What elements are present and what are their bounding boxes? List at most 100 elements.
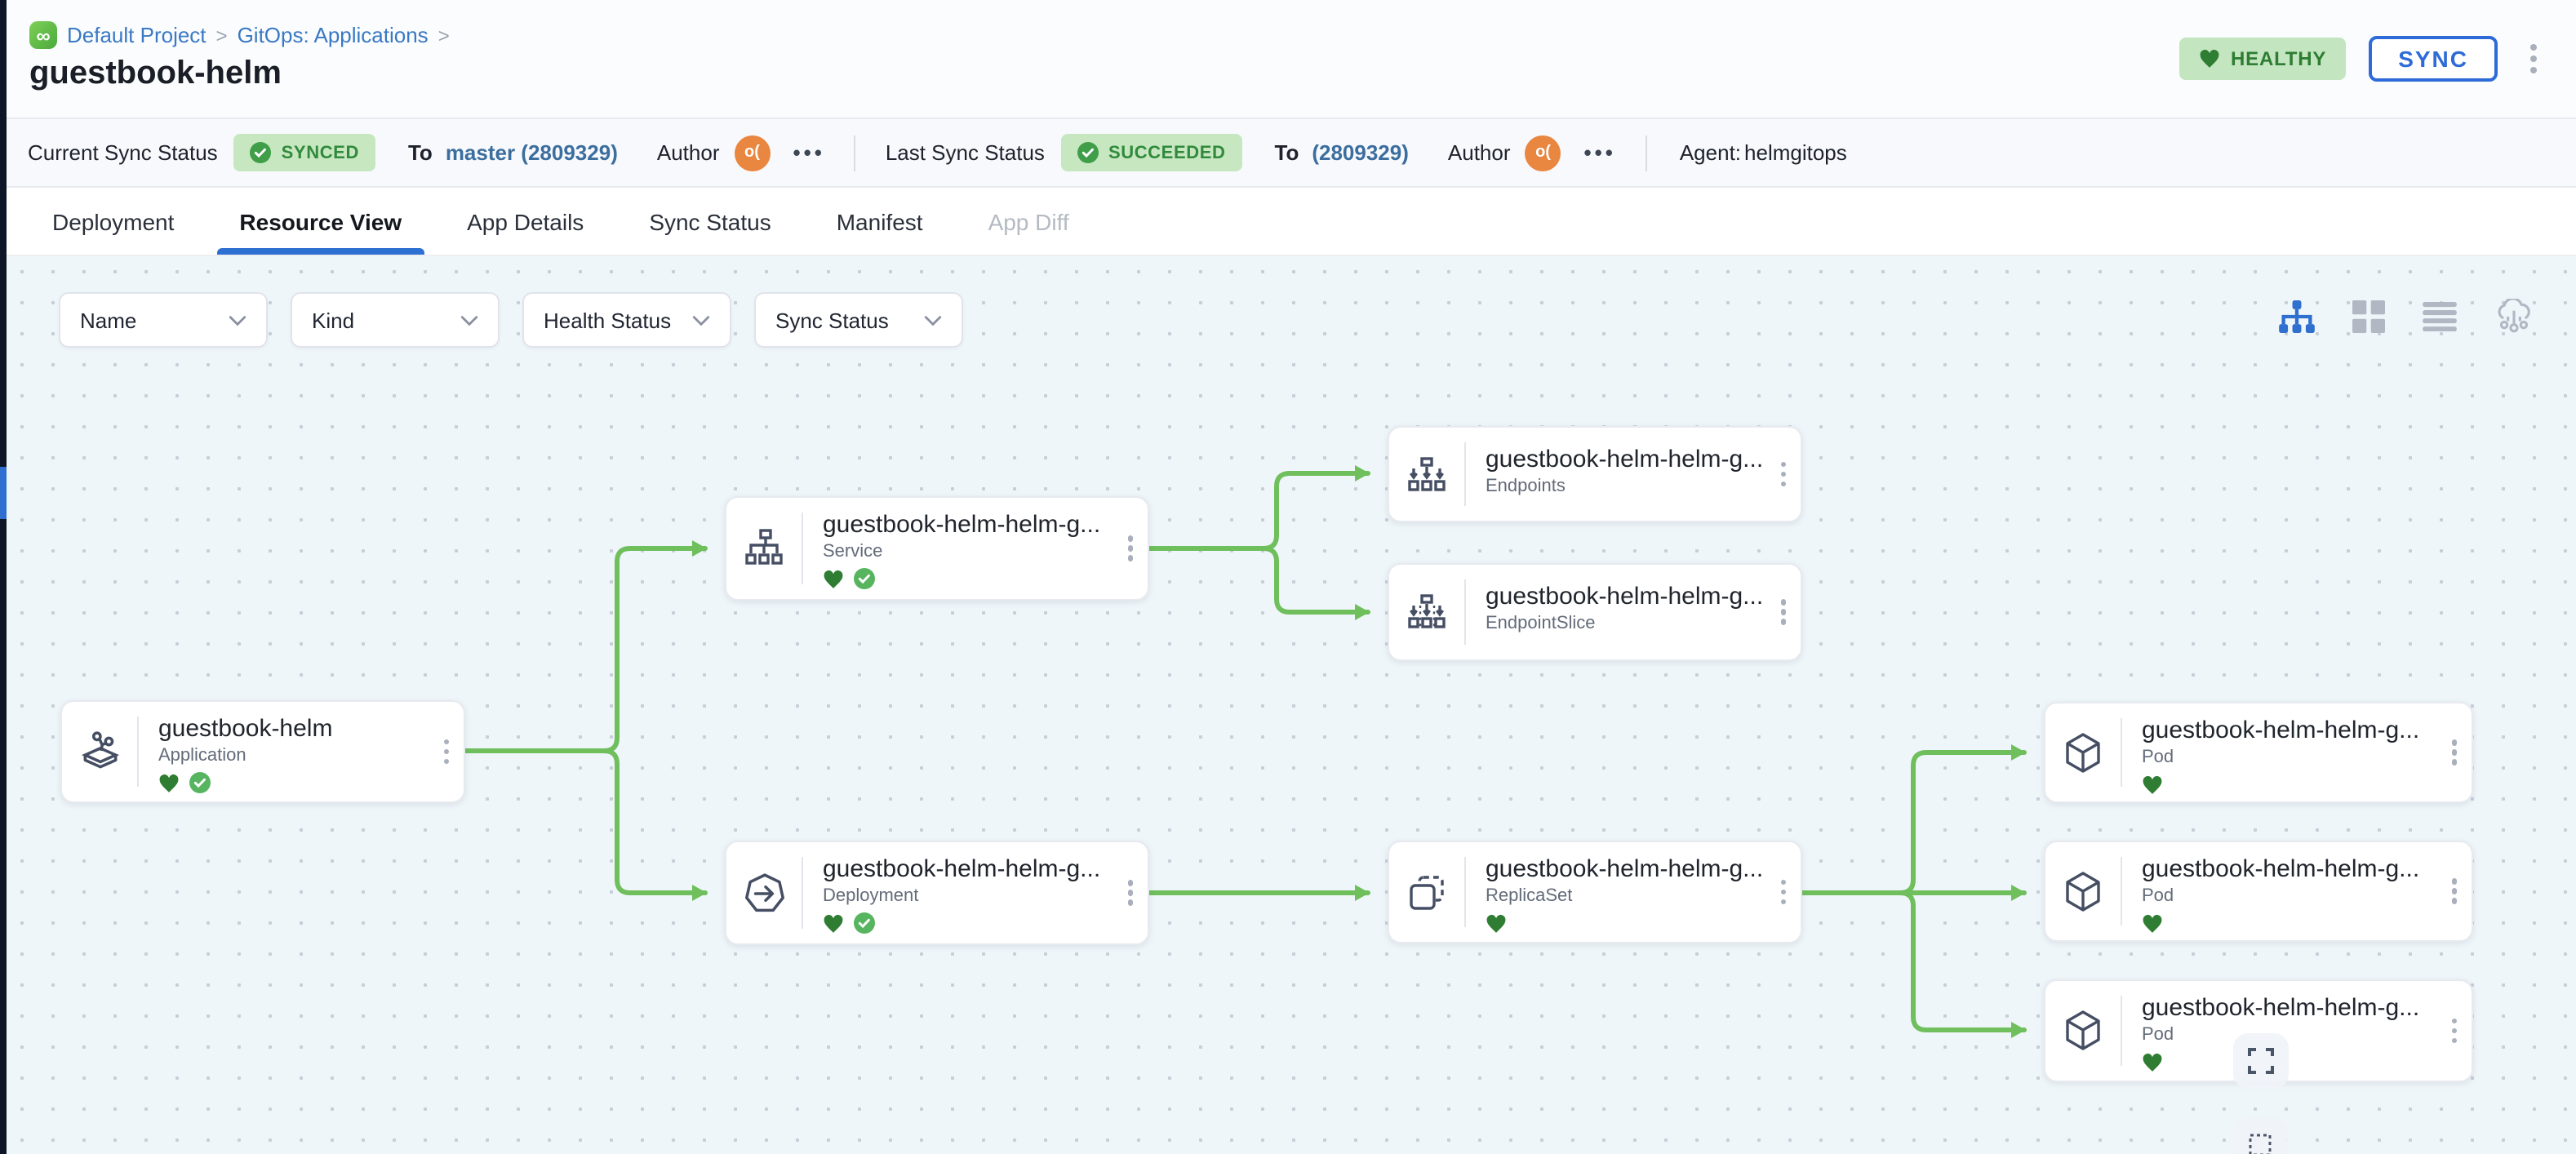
node-title: guestbook-helm-helm-g... (2142, 994, 2420, 1022)
cluster-view-toggle[interactable] (2494, 299, 2534, 335)
filter-kind-dropdown[interactable]: Kind (291, 292, 500, 348)
node-menu-button[interactable] (2448, 842, 2472, 940)
current-revision-link[interactable]: master (2809329) (445, 140, 618, 165)
node-menu-button[interactable] (2448, 703, 2472, 801)
node-menu-button[interactable] (1124, 842, 1148, 943)
node-title: guestbook-helm-helm-g... (2142, 855, 2420, 883)
sync-button[interactable]: SYNC (2369, 36, 2498, 82)
synced-check-icon (854, 912, 875, 934)
page-header: ∞ Default Project > GitOps: Applications… (7, 0, 2576, 118)
healthy-heart-icon (824, 913, 843, 932)
pod-icon (2066, 732, 2100, 772)
node-kind: Service (823, 542, 883, 561)
current-more-button[interactable]: ••• (793, 140, 825, 165)
node-menu-button[interactable] (1777, 428, 1801, 521)
check-circle-icon (250, 142, 272, 163)
node-kind: ReplicaSet (1486, 886, 1573, 906)
node-endpointslice[interactable]: guestbook-helm-helm-g... EndpointSlice (1388, 563, 1802, 661)
node-menu-button[interactable] (1777, 842, 1801, 942)
node-pod-1[interactable]: guestbook-helm-helm-g... Pod (2044, 702, 2473, 803)
node-title: guestbook-helm-helm-g... (823, 511, 1101, 539)
last-revision-link[interactable]: (2809329) (1312, 140, 1409, 165)
breadcrumb-section-link[interactable]: GitOps: Applications (237, 23, 429, 47)
filter-name-dropdown[interactable]: Name (59, 292, 268, 348)
tab-sync-status[interactable]: Sync Status (649, 208, 771, 234)
node-deployment[interactable]: guestbook-helm-helm-g... Deployment (725, 841, 1149, 945)
node-menu-button[interactable] (1124, 498, 1148, 599)
node-replicaset[interactable]: guestbook-helm-helm-g... ReplicaSet (1388, 841, 1802, 943)
fit-view-button[interactable] (2233, 1033, 2289, 1089)
tab-manifest[interactable]: Manifest (836, 208, 923, 234)
status-divider (1645, 135, 1647, 171)
nav-rail-active-indicator (0, 467, 7, 519)
node-application-guestbook-helm[interactable]: guestbook-helm Application (60, 700, 465, 803)
breadcrumb-project-link[interactable]: Default Project (67, 23, 207, 47)
heart-icon (2199, 49, 2218, 68)
synced-check-icon (189, 772, 211, 793)
resource-graph-canvas[interactable]: Name Kind Health Status Sync Status (7, 256, 2576, 1154)
breadcrumb: ∞ Default Project > GitOps: Applications… (29, 21, 450, 49)
healthy-heart-icon (1486, 913, 1506, 932)
endpoints-icon (1408, 456, 1446, 490)
breadcrumb-separator: > (215, 24, 228, 47)
node-kind: Endpoints (1486, 477, 1566, 496)
tab-app-details[interactable]: App Details (467, 208, 584, 234)
filter-health-status-dropdown[interactable]: Health Status (522, 292, 731, 348)
current-author-label: Author (656, 140, 720, 165)
codefresh-logo-icon: ∞ (29, 21, 57, 49)
list-view-toggle[interactable] (2423, 302, 2457, 331)
node-menu-button[interactable] (2448, 981, 2472, 1081)
view-toggle-group (2279, 299, 2534, 335)
node-kind: Application (158, 746, 246, 766)
tree-view-icon (2279, 300, 2315, 333)
health-badge-label: HEALTHY (2231, 47, 2327, 70)
tab-bar: Deployment Resource View App Details Syn… (7, 188, 2576, 256)
replicaset-icon (1410, 875, 1444, 909)
node-title: guestbook-helm-helm-g... (1486, 446, 1764, 473)
current-author-avatar[interactable]: o( (734, 135, 771, 171)
agent-value: helmgitops (1744, 140, 1847, 165)
node-kind: Pod (2142, 1025, 2174, 1045)
pod-icon (2066, 1010, 2100, 1050)
current-sync-status-badge: SYNCED (233, 134, 375, 171)
last-sync-status-label: Last Sync Status (885, 140, 1045, 165)
tab-deployment[interactable]: Deployment (52, 208, 175, 234)
selection-tool-button[interactable] (2233, 1118, 2289, 1154)
node-kind: Deployment (823, 886, 919, 906)
node-menu-button[interactable] (440, 702, 464, 801)
chevron-down-icon (460, 315, 478, 326)
tab-resource-view[interactable]: Resource View (216, 188, 425, 255)
status-divider (854, 135, 856, 171)
grid-view-toggle[interactable] (2352, 300, 2385, 333)
chevron-down-icon (924, 315, 942, 326)
node-title: guestbook-helm-helm-g... (823, 855, 1101, 883)
node-endpoints[interactable]: guestbook-helm-helm-g... Endpoints (1388, 426, 1802, 522)
node-title: guestbook-helm-helm-g... (1486, 855, 1764, 883)
filter-sync-status-dropdown[interactable]: Sync Status (754, 292, 963, 348)
app-actions-menu-button[interactable] (2520, 38, 2547, 80)
node-title: guestbook-helm (158, 715, 333, 743)
chevron-down-icon (229, 315, 246, 326)
tree-view-toggle[interactable] (2279, 300, 2315, 333)
node-title: guestbook-helm-helm-g... (2142, 717, 2420, 744)
tab-app-diff[interactable]: App Diff (988, 208, 1069, 234)
status-bar: Current Sync Status SYNCED To master (28… (7, 118, 2576, 188)
application-icon (80, 731, 119, 769)
node-kind: Pod (2142, 886, 2174, 906)
nav-rail[interactable] (0, 0, 7, 1154)
pod-icon (2066, 871, 2100, 911)
last-author-avatar[interactable]: o( (1525, 135, 1561, 171)
node-pod-2[interactable]: guestbook-helm-helm-g... Pod (2044, 841, 2473, 942)
agent-label: Agent: (1679, 140, 1742, 165)
last-more-button[interactable]: ••• (1583, 140, 1616, 165)
last-to-label: To (1274, 140, 1299, 165)
list-view-icon (2423, 302, 2457, 331)
synced-check-icon (854, 568, 875, 589)
healthy-heart-icon (2143, 1052, 2162, 1071)
deployment-icon (744, 872, 784, 912)
last-sync-status-badge: SUCCEEDED (1060, 134, 1242, 171)
service-icon (745, 529, 783, 565)
node-title: guestbook-helm-helm-g... (1486, 583, 1764, 610)
node-service[interactable]: guestbook-helm-helm-g... Service (725, 496, 1149, 601)
node-menu-button[interactable] (1777, 565, 1801, 659)
